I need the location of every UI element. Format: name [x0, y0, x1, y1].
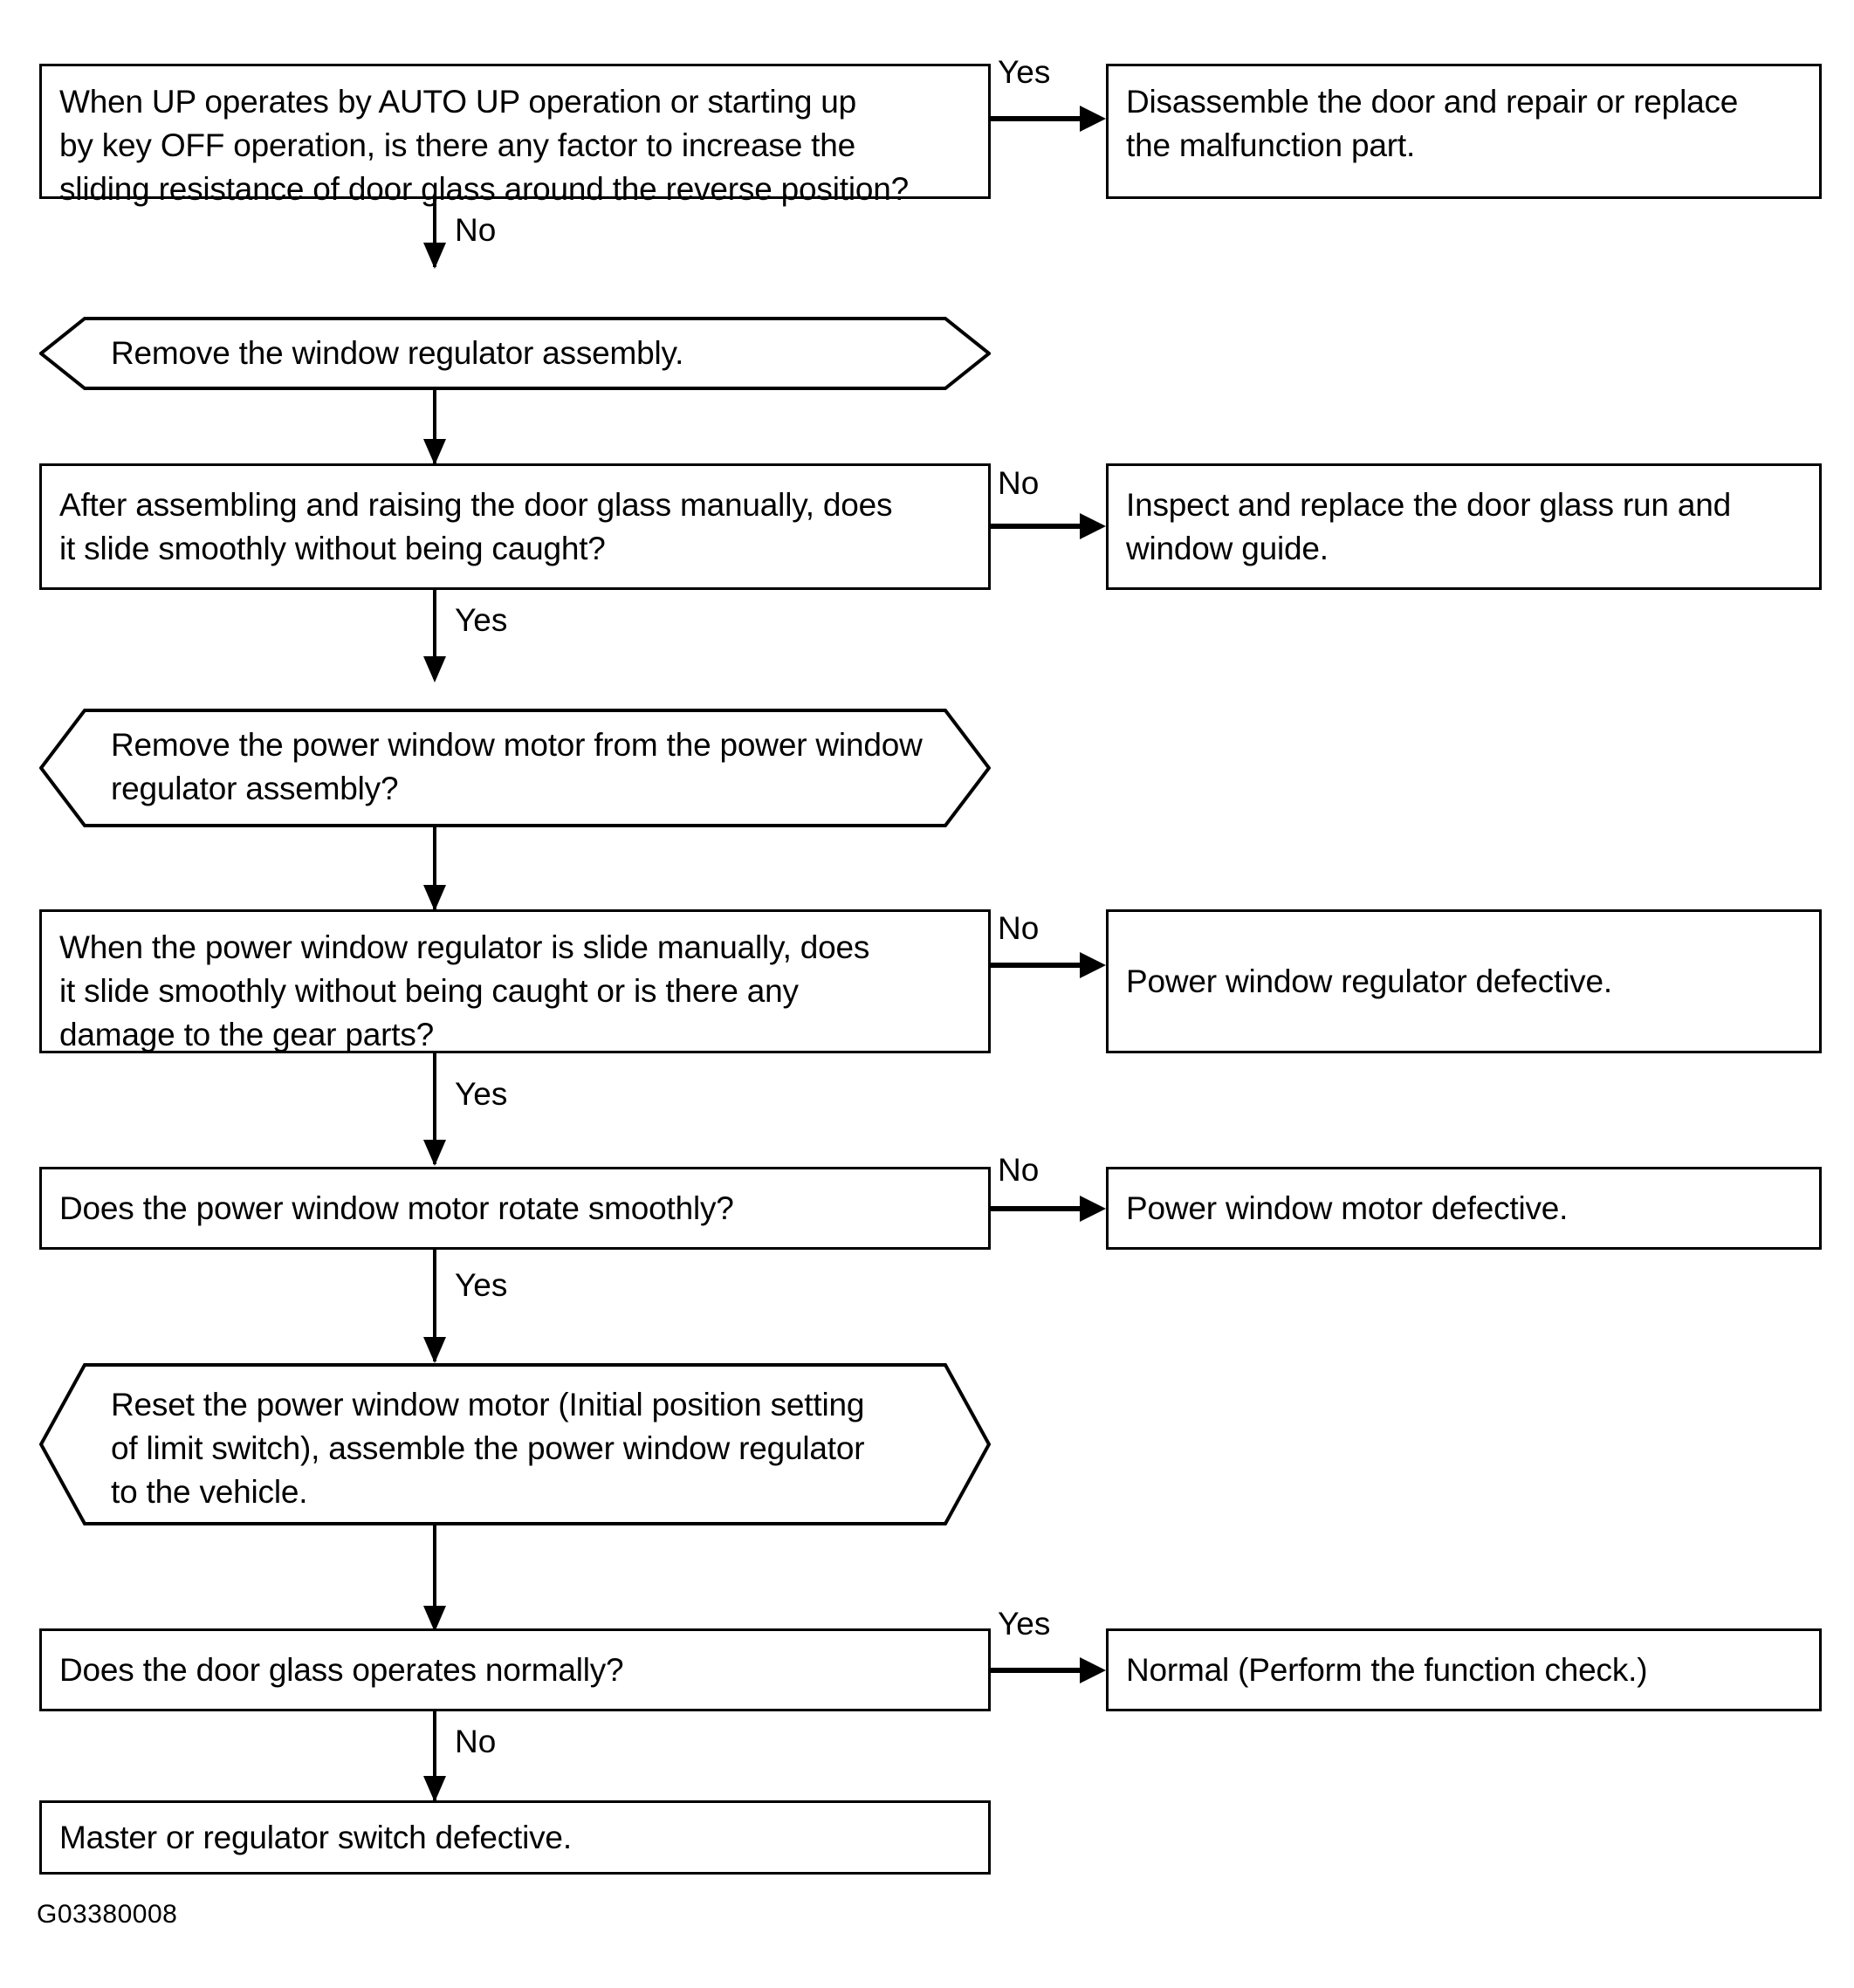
- node-question-1-text: When UP operates by AUTO UP operation or…: [59, 84, 909, 207]
- edge-q4-to-r4-arrowhead: [1080, 1196, 1106, 1222]
- edge-q2-to-h2-arrowhead: [423, 656, 446, 682]
- edge-label-q4-no: No: [998, 1152, 1040, 1188]
- edge-q4-to-h3-arrowhead: [423, 1337, 446, 1363]
- edge-q4-to-h3-line: [433, 1250, 436, 1361]
- node-action-1: Remove the window regulator assembly.: [39, 317, 991, 390]
- edge-label-q3-no: No: [998, 910, 1040, 946]
- edge-q3-to-q4-arrowhead: [423, 1140, 446, 1166]
- edge-label-q5-no: No: [455, 1724, 497, 1759]
- node-end-result: Master or regulator switch defective.: [39, 1800, 991, 1875]
- edge-q5-to-r5-arrowhead: [1080, 1657, 1106, 1683]
- node-result-5: Normal (Perform the function check.): [1106, 1628, 1822, 1711]
- edge-label-q2-no: No: [998, 465, 1040, 501]
- edge-q2-to-r2-arrowhead: [1080, 513, 1106, 539]
- node-result-2-text: Inspect and replace the door glass run a…: [1126, 486, 1732, 566]
- node-question-1: When UP operates by AUTO UP operation or…: [39, 64, 991, 207]
- hexagon-outline-2: [39, 709, 991, 827]
- edge-q5-to-r5-line: [989, 1668, 1085, 1673]
- edge-h3-to-q5-arrowhead: [423, 1606, 446, 1632]
- node-result-4-text: Power window motor defective.: [1126, 1189, 1569, 1226]
- node-result-1: Disassemble the door and repair or repla…: [1106, 64, 1822, 199]
- edge-h1-to-q2-arrowhead: [423, 439, 446, 465]
- edge-q5-to-end-line: [433, 1711, 436, 1800]
- edge-q1-to-r1-arrowhead: [1080, 106, 1106, 132]
- edge-q1-to-h1-line: [433, 199, 436, 267]
- node-result-2: Inspect and replace the door glass run a…: [1106, 463, 1822, 590]
- node-end-result-text: Master or regulator switch defective.: [59, 1819, 572, 1855]
- edge-h1-to-q2-line: [433, 390, 436, 463]
- node-action-3: Reset the power window motor (Initial po…: [39, 1363, 991, 1525]
- node-result-1-text: Disassemble the door and repair or repla…: [1126, 84, 1739, 163]
- node-question-5: Does the door glass operates normally?: [39, 1628, 991, 1711]
- node-action-3-text: Reset the power window motor (Initial po…: [111, 1387, 865, 1510]
- figure-id-label: G03380008: [37, 1900, 178, 1929]
- node-question-2: After assembling and raising the door gl…: [39, 463, 991, 590]
- edge-q2-to-h2-line: [433, 590, 436, 679]
- hexagon-outline-3: [39, 1363, 991, 1525]
- node-result-3: Power window regulator defective.: [1106, 909, 1822, 1053]
- node-result-4: Power window motor defective.: [1106, 1167, 1822, 1250]
- edge-label-q3-yes: Yes: [455, 1076, 508, 1112]
- edge-h2-to-q3-line: [433, 827, 436, 909]
- edge-label-q1-no: No: [455, 212, 497, 248]
- edge-label-q4-yes: Yes: [455, 1267, 508, 1303]
- edge-q3-to-q4-line: [433, 1053, 436, 1164]
- edge-q3-to-r3-line: [989, 963, 1085, 968]
- hexagon-outline-1: [39, 317, 991, 390]
- edge-q5-to-end-arrowhead: [423, 1776, 446, 1802]
- edge-label-q1-yes: Yes: [998, 54, 1051, 90]
- edge-q4-to-r4-line: [989, 1206, 1085, 1211]
- node-action-2-text: Remove the power window motor from the p…: [111, 727, 923, 806]
- node-question-3: When the power window regulator is slide…: [39, 909, 991, 1053]
- edge-h2-to-q3-arrowhead: [423, 885, 446, 911]
- edge-q1-to-r1-line: [989, 116, 1085, 121]
- node-question-5-text: Does the door glass operates normally?: [59, 1651, 624, 1688]
- edge-label-q2-yes: Yes: [455, 602, 508, 638]
- edge-q1-to-h1-arrowhead: [423, 243, 446, 269]
- node-action-2: Remove the power window motor from the p…: [39, 709, 991, 827]
- node-result-3-text: Power window regulator defective.: [1126, 963, 1612, 999]
- edge-q3-to-r3-arrowhead: [1080, 952, 1106, 978]
- node-question-3-text: When the power window regulator is slide…: [59, 929, 870, 1052]
- edge-q2-to-r2-line: [989, 524, 1085, 529]
- node-action-1-text: Remove the window regulator assembly.: [111, 335, 684, 371]
- edge-label-q5-yes: Yes: [998, 1606, 1051, 1642]
- node-question-4-text: Does the power window motor rotate smoot…: [59, 1189, 734, 1226]
- node-question-2-text: After assembling and raising the door gl…: [59, 486, 893, 566]
- node-question-4: Does the power window motor rotate smoot…: [39, 1167, 991, 1250]
- node-result-5-text: Normal (Perform the function check.): [1126, 1651, 1648, 1688]
- edge-h3-to-q5-line: [433, 1525, 436, 1630]
